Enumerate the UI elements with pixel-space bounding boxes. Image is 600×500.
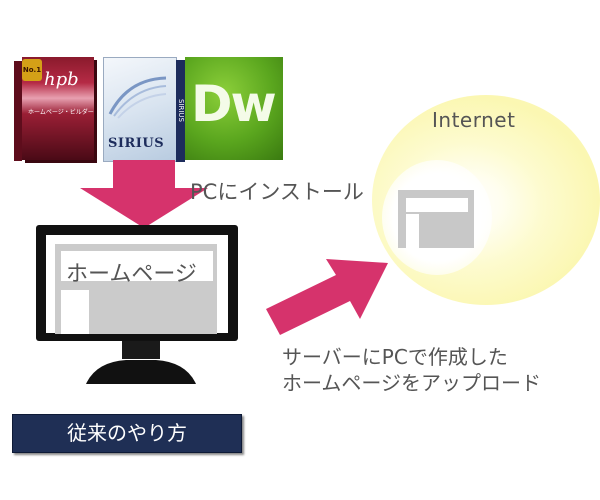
monitor-neck	[122, 341, 160, 359]
hpb-box-side	[14, 61, 22, 161]
homepage-label: ホームページ	[66, 262, 197, 287]
homepage-sidebar-block	[61, 290, 89, 334]
sirius-swoosh-icon	[108, 76, 167, 119]
sirius-spine: SIRIUS	[176, 60, 185, 162]
caption-box: 従来のやり方	[12, 414, 242, 453]
hpb-product-box: No.1 hpb ホームページ・ビルダー	[14, 57, 94, 161]
install-label: PCにインストール	[190, 180, 364, 204]
uploaded-page-header	[406, 198, 468, 212]
upload-line-1: サーバーにPCで作成した	[282, 345, 508, 369]
homepage-mockup	[55, 244, 217, 334]
upload-arrow-icon	[266, 259, 388, 335]
hpb-subtitle: ホームページ・ビルダー	[28, 109, 94, 116]
hpb-badge: No.1	[22, 59, 42, 81]
uploaded-page-icon	[398, 190, 474, 248]
uploaded-page-sidebar	[406, 214, 419, 248]
sirius-product-box: SIRIUS SIRIUS	[103, 57, 185, 162]
upload-line-2: ホームページをアップロード	[282, 371, 541, 395]
dreamweaver-product-box: Dw	[185, 57, 283, 160]
internet-label: Internet	[432, 108, 516, 132]
hpb-logo: hpb	[44, 69, 79, 90]
upload-description: サーバーにPCで作成した ホームページをアップロード	[282, 344, 541, 396]
install-arrow-icon	[80, 160, 208, 228]
homepage-header-block	[61, 251, 213, 281]
monitor-stand	[86, 360, 196, 384]
dreamweaver-logo: Dw	[191, 75, 277, 133]
sirius-logo: SIRIUS	[108, 136, 165, 151]
